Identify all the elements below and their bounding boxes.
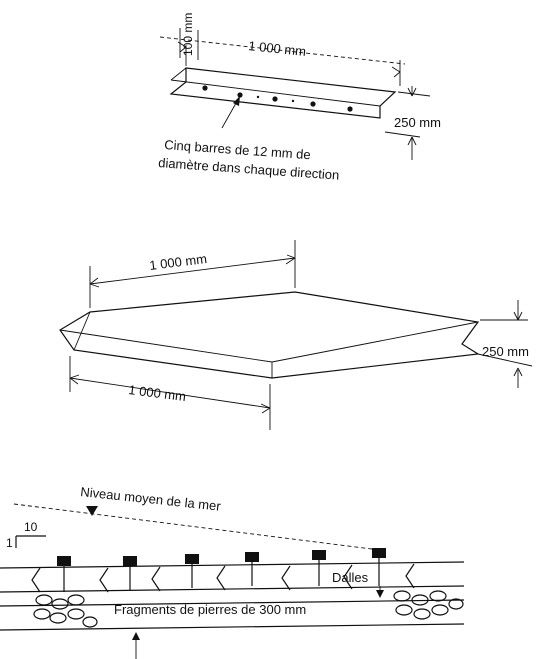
slab-drawing: 1 000 mm 250 mm 1 000 mm bbox=[59, 240, 533, 430]
rebar-dot bbox=[347, 106, 353, 112]
slab-depth-label: 250 mm bbox=[482, 344, 529, 359]
slab-joints bbox=[31, 563, 415, 593]
slabs-label: Dalles bbox=[332, 570, 369, 585]
slab-outline bbox=[59, 291, 480, 379]
sea-level-marker bbox=[86, 506, 98, 516]
cross-section-drawing: Niveau moyen de la mer 10 1 bbox=[0, 484, 465, 659]
bar-thickness-label: 100 mm bbox=[181, 13, 195, 56]
rebar-dot bbox=[310, 101, 316, 107]
slab-bottom-length-label: 1 000 mm bbox=[128, 382, 187, 404]
rebar-dot bbox=[272, 96, 278, 102]
slope-rise-label: 1 bbox=[6, 536, 13, 550]
anchor-pins bbox=[57, 548, 386, 592]
bar-depth-label: 250 mm bbox=[394, 115, 441, 130]
stone-fragments bbox=[33, 590, 464, 628]
rebar-dot bbox=[202, 85, 208, 91]
slab-top-length-label: 1 000 mm bbox=[149, 251, 208, 273]
sea-level-label: Niveau moyen de la mer bbox=[80, 484, 222, 514]
rebar-note-line2: diamètre dans chaque direction bbox=[158, 155, 340, 183]
rebar-dot bbox=[237, 92, 243, 98]
bar-element-drawing: 1 000 mm 100 mm 250 mm Cinq barres de 12… bbox=[158, 13, 441, 183]
slope-run-label: 10 bbox=[24, 520, 38, 534]
bar-length-label: 1 000 mm bbox=[248, 38, 307, 59]
bar-outline bbox=[169, 67, 397, 119]
stones-label: Fragments de pierres de 300 mm bbox=[114, 602, 306, 617]
